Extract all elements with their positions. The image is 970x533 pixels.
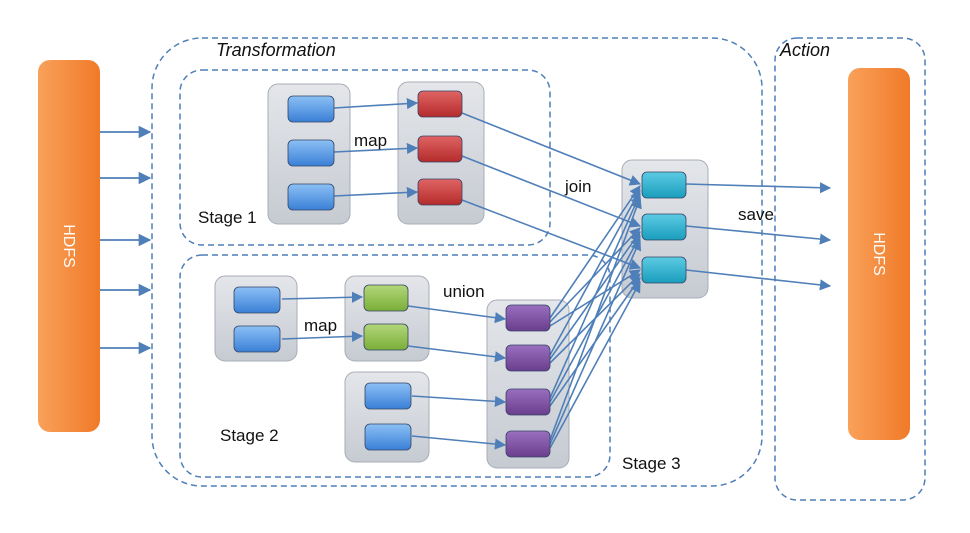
partition-blue	[287, 95, 335, 123]
map-edge	[333, 142, 419, 155]
join-label: join	[564, 177, 591, 196]
map-label-top: map	[354, 131, 387, 150]
edges	[281, 98, 832, 450]
join-edge	[461, 199, 642, 270]
join-edge	[461, 112, 642, 186]
save-edge	[685, 269, 832, 291]
join-edge	[549, 269, 641, 327]
partition-blue	[364, 423, 412, 451]
partition-blue	[233, 286, 281, 314]
action-label: Action	[779, 40, 830, 60]
map-edge	[281, 330, 364, 342]
hdfs-left-label: HDFS	[60, 224, 77, 268]
partition-red	[417, 135, 463, 163]
partition-green	[363, 284, 409, 312]
union-edge	[407, 345, 507, 363]
join-edge	[549, 281, 641, 449]
partition-purple	[505, 430, 551, 458]
map-edge	[281, 291, 364, 303]
partitions	[233, 90, 687, 458]
join-edge	[549, 189, 641, 356]
partition-red	[417, 90, 463, 118]
hdfs-right-bar	[848, 68, 910, 440]
join-edge	[461, 155, 642, 228]
join-edge	[549, 227, 641, 323]
hdfs-left-bar	[38, 60, 100, 432]
rdd-f-group	[486, 299, 570, 469]
map-edge	[333, 186, 419, 199]
union-edge	[411, 435, 507, 450]
stage1-label: Stage 1	[198, 208, 257, 227]
stage1-region	[179, 69, 551, 246]
partition-cyan	[641, 171, 687, 199]
union-edge	[407, 305, 507, 324]
map-label-bottom: map	[304, 316, 337, 335]
partition-purple	[505, 388, 551, 416]
partition-red	[417, 178, 463, 206]
union-label: union	[443, 282, 485, 301]
save-label: save	[738, 205, 774, 224]
partition-blue	[233, 325, 281, 353]
join-edge	[549, 192, 642, 399]
partition-cyan	[641, 213, 687, 241]
partition-blue	[287, 139, 335, 167]
partition-purple	[505, 344, 551, 372]
union-edge	[411, 395, 507, 407]
join-edge	[549, 196, 642, 441]
map-edge	[333, 98, 419, 110]
partition-purple	[505, 304, 551, 332]
join-edge	[549, 185, 641, 319]
transformation-label: Transformation	[216, 40, 336, 60]
partition-blue	[364, 382, 412, 410]
transformation-region	[151, 37, 763, 487]
partition-blue	[287, 183, 335, 211]
save-edge	[685, 225, 832, 245]
stage2-label: Stage 2	[220, 426, 279, 445]
hdfs-right-label: HDFS	[870, 232, 887, 276]
save-edge	[685, 182, 832, 194]
partition-cyan	[641, 256, 687, 284]
action-region	[774, 37, 926, 501]
partition-green	[363, 323, 409, 351]
join-edge	[549, 238, 642, 445]
stage3-label: Stage 3	[622, 454, 681, 473]
stage2-region	[179, 254, 611, 478]
